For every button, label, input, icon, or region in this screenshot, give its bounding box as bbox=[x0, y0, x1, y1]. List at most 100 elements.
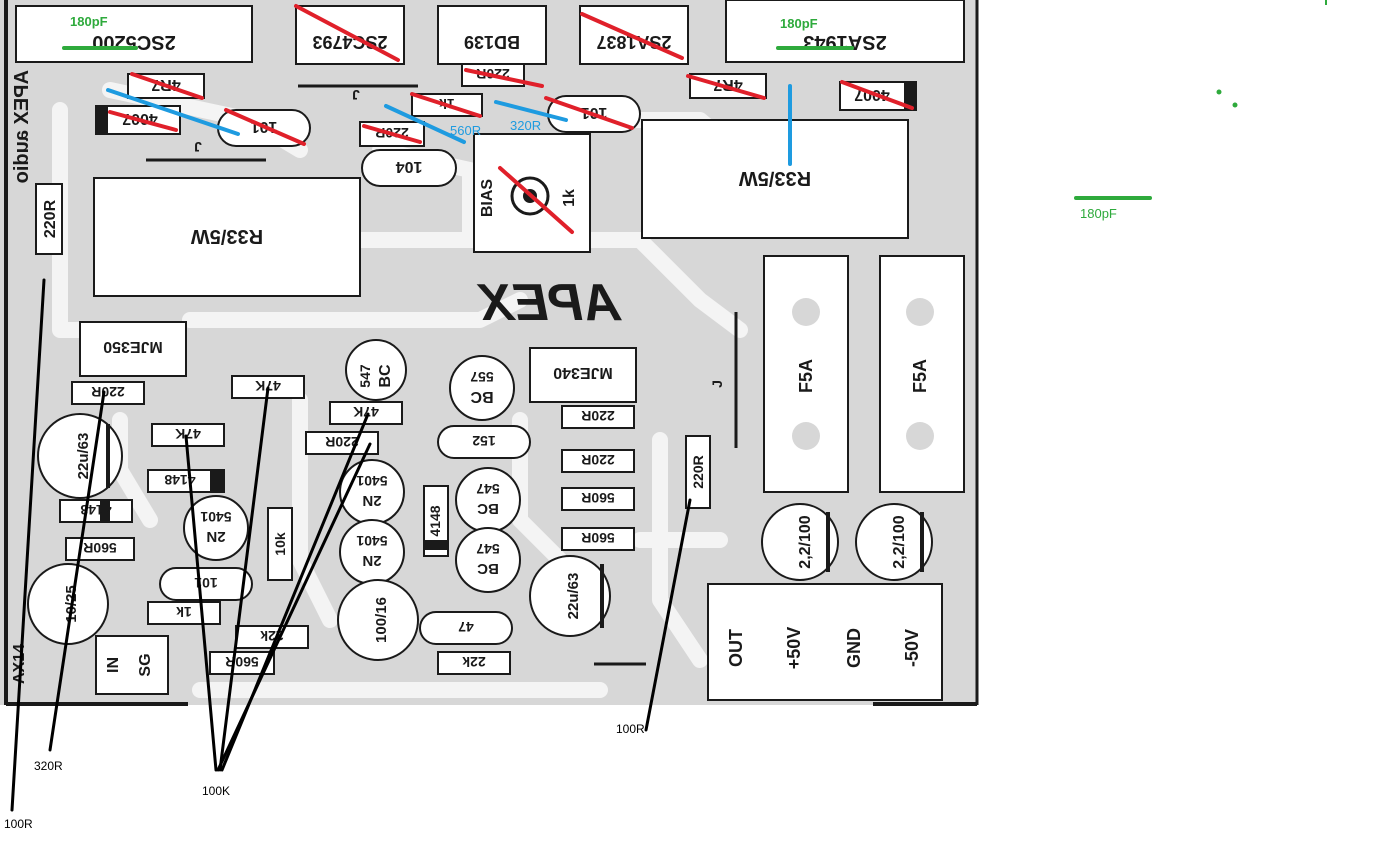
jumper-j2: J bbox=[352, 87, 360, 103]
black-label-100k: 100K bbox=[202, 784, 230, 798]
green-label-180pf-b: 180pF bbox=[780, 16, 818, 31]
blue-label-320r: 320R bbox=[510, 118, 541, 133]
label-4148-a: 4148 bbox=[164, 472, 195, 488]
resistor-220r-vertical-left: 220R bbox=[35, 183, 63, 255]
label-2200-a: 2,2/100 bbox=[797, 515, 814, 568]
label-rs-right: R33/5W bbox=[739, 167, 811, 189]
green-dot-b bbox=[1232, 102, 1238, 108]
resistor-47k-b: 47K bbox=[329, 401, 403, 425]
transistor-bd139: BD139 bbox=[437, 5, 547, 65]
capacitor-2200-b: 2,2/100 bbox=[855, 503, 933, 581]
label-47k-b: 47K bbox=[353, 404, 379, 420]
label-2n5401-b1: 2N bbox=[362, 492, 381, 509]
green-label-180pf-c: 180pF bbox=[1080, 206, 1117, 221]
label-bc547-top-b: 547 bbox=[357, 364, 373, 388]
label-bc547-a1: BC bbox=[477, 500, 499, 517]
terminal-block-power: OUT +50V GND -50V bbox=[707, 583, 943, 701]
label-in: IN bbox=[105, 657, 122, 673]
label-mje340: MJE340 bbox=[553, 364, 613, 381]
capacitor-101-bottom: 101 bbox=[159, 567, 253, 601]
transistor-2sc5200: 2SC5200 bbox=[15, 5, 253, 63]
label-pot-value: 1k bbox=[561, 189, 578, 207]
label-220r-vert-left: 220R bbox=[42, 199, 59, 238]
bias-trimmer: BIAS 1k bbox=[473, 133, 591, 253]
capacitor-100-16: 100/16 bbox=[337, 579, 419, 661]
capacitor-10-25: 10/25 bbox=[27, 563, 109, 645]
label-560r-b: 560R bbox=[581, 490, 614, 506]
label-560r-d: 560R bbox=[225, 654, 258, 670]
brand-mirrored: APEX audio bbox=[11, 70, 33, 183]
label-220r-vert-right: 220R bbox=[690, 455, 706, 488]
diode-4148-a: 4148 bbox=[147, 469, 225, 493]
label-152: 152 bbox=[472, 433, 496, 449]
label-bc557-a: BC bbox=[470, 388, 494, 405]
resistor-560r-b: 560R bbox=[561, 487, 635, 511]
label-220r-d: 220R bbox=[581, 452, 614, 468]
label-2n5401-a1: 2N bbox=[206, 528, 225, 545]
transistor-mje350: MJE350 bbox=[79, 321, 187, 377]
label-22k-b: 22k bbox=[462, 654, 486, 670]
resistor-10k: 10k bbox=[267, 507, 293, 581]
label-2sc4793: 2SC4793 bbox=[312, 32, 387, 52]
black-label-100r-b: 100R bbox=[616, 722, 645, 736]
capacitor-22u63-left: 22u/63 bbox=[37, 413, 123, 499]
jumper-j1: J bbox=[194, 139, 202, 155]
label-2n5401-c1: 2N bbox=[362, 552, 381, 569]
label-2200-b: 2,2/100 bbox=[891, 515, 908, 568]
capacitor-22u63-right: 22u/63 bbox=[529, 555, 611, 637]
label-rs-left: R33/5W bbox=[191, 225, 263, 247]
resistor-220r-c: 220R bbox=[305, 431, 379, 455]
capacitor-2200-a: 2,2/100 bbox=[761, 503, 839, 581]
resistor-220r-a: 220R bbox=[71, 381, 145, 405]
label-220r-c: 220R bbox=[325, 434, 358, 450]
resistor-220r-vertical-right: 220R bbox=[685, 435, 711, 509]
label-bias: BIAS bbox=[479, 179, 496, 218]
apex-logo: APEX bbox=[476, 274, 623, 332]
sense-resistor-right: R33/5W bbox=[641, 119, 909, 239]
label-bc547-top-a: BC bbox=[377, 364, 394, 388]
label-m50: -50V bbox=[902, 629, 922, 667]
capacitor-104: 104 bbox=[361, 149, 457, 187]
terminal-block-input: IN SG bbox=[95, 635, 169, 695]
resistor-1k-bottom: 1k bbox=[147, 601, 221, 625]
label-100-16: 100/16 bbox=[373, 597, 390, 643]
transistor-mje340: MJE340 bbox=[529, 347, 637, 403]
label-560r-a: 560R bbox=[83, 540, 116, 556]
label-47k-a: 47K bbox=[255, 378, 281, 394]
label-bc547-a2: 547 bbox=[476, 481, 500, 497]
resistor-220r-d: 220R bbox=[561, 449, 635, 473]
label-p50: +50V bbox=[784, 627, 804, 670]
sense-resistor-left: R33/5W bbox=[93, 177, 361, 297]
transistor-bc547-a: BC 547 bbox=[455, 467, 521, 533]
label-mje350: MJE350 bbox=[103, 338, 163, 355]
fuse-f5a-left: F5A bbox=[763, 255, 849, 493]
resistor-560r-a: 560R bbox=[65, 537, 135, 561]
label-47k-c: 47K bbox=[175, 426, 201, 442]
transistor-bc557: BC 557 bbox=[449, 355, 515, 421]
transistor-bc547-top: BC 547 bbox=[345, 339, 407, 401]
resistor-560r-c: 560R bbox=[561, 527, 635, 551]
label-47: 47 bbox=[458, 619, 474, 635]
resistor-220r-b: 220R bbox=[561, 405, 635, 429]
label-bc557-b: 557 bbox=[470, 369, 494, 385]
transistor-2n5401-c: 2N 5401 bbox=[339, 519, 405, 585]
resistor-22k-b: 22k bbox=[437, 651, 511, 675]
capacitor-47: 47 bbox=[419, 611, 513, 645]
label-bc547-b1: BC bbox=[477, 560, 499, 577]
label-104: 104 bbox=[396, 158, 423, 175]
label-560r-c: 560R bbox=[581, 530, 614, 546]
label-bc547-b2: 547 bbox=[476, 541, 500, 557]
transistor-2n5401-a: 2N 5401 bbox=[183, 495, 249, 561]
diode-4148-c: 4148 bbox=[423, 485, 449, 557]
transistor-bc547-b: BC 547 bbox=[455, 527, 521, 593]
label-gnd: GND bbox=[844, 628, 864, 668]
label-220r-a: 220R bbox=[91, 384, 124, 400]
green-dot-a bbox=[1216, 89, 1222, 95]
label-2n5401-c2: 5401 bbox=[356, 533, 387, 549]
label-2n5401-a2: 5401 bbox=[200, 509, 231, 525]
green-annotation-lines bbox=[62, 46, 1152, 200]
label-sg: SG bbox=[137, 653, 154, 676]
label-fuse-b: F5A bbox=[910, 359, 930, 393]
fuse-f5a-right: F5A bbox=[879, 255, 965, 493]
